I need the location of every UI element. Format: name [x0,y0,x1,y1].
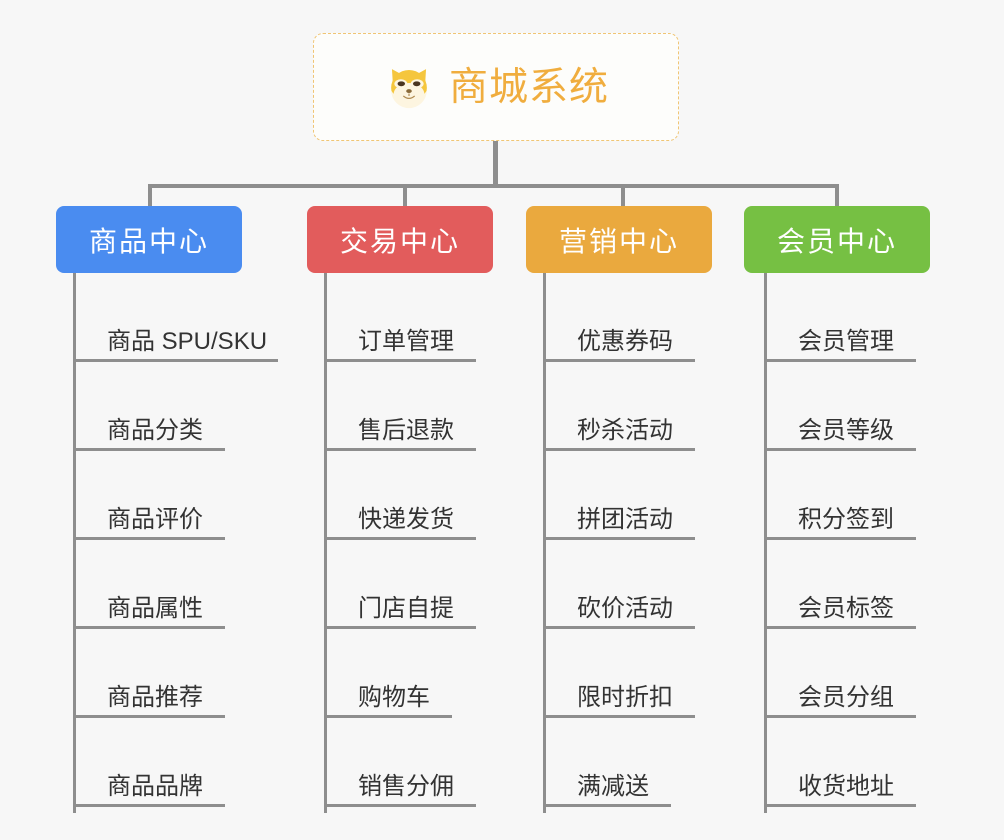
category-label-0: 商品中心 [88,225,209,257]
leaf-label-0-0: 商品 SPU/SKU [107,327,268,355]
leaf-item-1-3[interactable]: 门店自提 [324,540,476,629]
leaf-label-1-2: 快递发货 [358,505,454,533]
leaf-item-0-3[interactable]: 商品属性 [73,540,225,629]
leaf-label-3-4: 会员分组 [798,683,894,711]
connector-drop-2 [403,184,407,210]
leaf-item-2-5[interactable]: 满减送 [543,718,671,807]
leaf-item-1-4[interactable]: 购物车 [324,629,452,718]
leaf-label-0-2: 商品评价 [107,505,203,533]
leaf-item-0-5[interactable]: 商品品牌 [73,718,225,807]
leaf-label-2-2: 拼团活动 [577,505,673,533]
root-node[interactable]: 商城系统 [313,33,679,141]
leaf-item-2-0[interactable]: 优惠券码 [543,273,695,362]
leaf-item-0-2[interactable]: 商品评价 [73,451,225,540]
category-box-2[interactable]: 营销中心 [526,206,712,273]
leaf-item-3-1[interactable]: 会员等级 [764,362,916,451]
leaf-item-2-2[interactable]: 拼团活动 [543,451,695,540]
leaf-label-0-3: 商品属性 [107,594,203,622]
leaf-label-0-4: 商品推荐 [107,683,203,711]
leaf-label-0-1: 商品分类 [107,416,203,444]
leaf-item-3-2[interactable]: 积分签到 [764,451,916,540]
spine-3 [764,273,767,813]
spine-2 [543,273,546,813]
leaf-label-1-5: 销售分佣 [358,772,454,800]
leaf-label-3-0: 会员管理 [798,327,894,355]
leaf-label-2-0: 优惠券码 [577,327,673,355]
leaf-label-3-3: 会员标签 [798,594,894,622]
category-label-1: 交易中心 [339,225,460,257]
leaf-item-2-4[interactable]: 限时折扣 [543,629,695,718]
spine-0 [73,273,76,813]
connector-horizontal-bus [151,184,839,188]
connector-drop-3 [621,184,625,210]
leaf-item-0-4[interactable]: 商品推荐 [73,629,225,718]
leaf-label-2-1: 秒杀活动 [577,416,673,444]
connector-root-stem [493,141,498,187]
leaf-item-1-0[interactable]: 订单管理 [324,273,476,362]
leaf-label-2-5: 满减送 [577,772,649,800]
leaf-item-1-1[interactable]: 售后退款 [324,362,476,451]
connector-drop-4 [835,184,839,210]
leaf-label-1-3: 门店自提 [358,594,454,622]
leaf-item-0-0[interactable]: 商品 SPU/SKU [73,273,278,362]
leaf-item-0-1[interactable]: 商品分类 [73,362,225,451]
leaf-label-1-1: 售后退款 [358,416,454,444]
leaf-item-2-1[interactable]: 秒杀活动 [543,362,695,451]
leaf-label-3-1: 会员等级 [798,416,894,444]
leaf-label-3-2: 积分签到 [798,505,894,533]
leaf-item-2-3[interactable]: 砍价活动 [543,540,695,629]
category-box-1[interactable]: 交易中心 [307,206,493,273]
leaf-item-3-3[interactable]: 会员标签 [764,540,916,629]
leaf-item-3-0[interactable]: 会员管理 [764,273,916,362]
root-title: 商城系统 [448,65,609,109]
leaf-item-3-5[interactable]: 收货地址 [764,718,916,807]
category-label-3: 会员中心 [776,225,897,257]
leaf-item-1-2[interactable]: 快递发货 [324,451,476,540]
category-label-2: 营销中心 [558,225,679,257]
shiba-dog-face-icon [391,69,427,109]
leaf-label-2-3: 砍价活动 [577,594,673,622]
leaf-item-1-5[interactable]: 销售分佣 [324,718,476,807]
category-box-3[interactable]: 会员中心 [744,206,930,273]
leaf-label-0-5: 商品品牌 [107,772,203,800]
connector-drop-1 [148,184,152,210]
leaf-label-1-4: 购物车 [358,683,430,711]
leaf-label-2-4: 限时折扣 [577,683,673,711]
leaf-label-1-0: 订单管理 [358,327,454,355]
leaf-label-3-5: 收货地址 [798,772,894,800]
leaf-item-3-4[interactable]: 会员分组 [764,629,916,718]
spine-1 [324,273,327,813]
category-box-0[interactable]: 商品中心 [56,206,242,273]
